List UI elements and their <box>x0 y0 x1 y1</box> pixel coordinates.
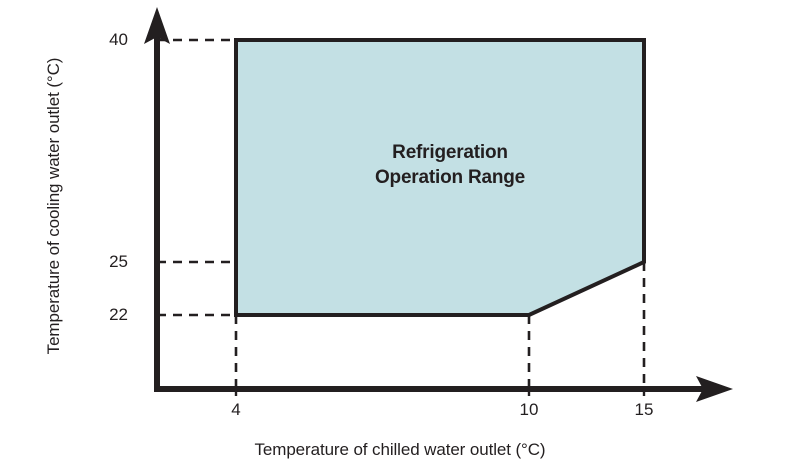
region-label-line-1: Refrigeration <box>392 142 508 163</box>
y-axis-title: Temperature of cooling water outlet (°C) <box>44 57 63 355</box>
refrigeration-operation-range-area <box>236 40 644 315</box>
y-tick-label-40: 40 <box>109 30 128 49</box>
x-axis-title: Temperature of chilled water outlet (°C) <box>254 440 546 459</box>
refrigeration-operation-range-outline <box>234 38 646 317</box>
y-tick-label-22: 22 <box>109 305 128 324</box>
refrigeration-operation-range-label: Refrigeration Operation Range <box>320 140 580 191</box>
x-tick-label-15: 15 <box>634 400 654 419</box>
y-tick-label-25: 25 <box>109 252 128 271</box>
x-tick-label-4: 4 <box>231 400 241 419</box>
x-axis-arrowhead-icon <box>696 376 733 402</box>
region-label-line-2: Operation Range <box>374 167 526 189</box>
x-tick-label-10: 10 <box>519 400 539 419</box>
y-axis-arrowhead-icon <box>144 7 170 44</box>
